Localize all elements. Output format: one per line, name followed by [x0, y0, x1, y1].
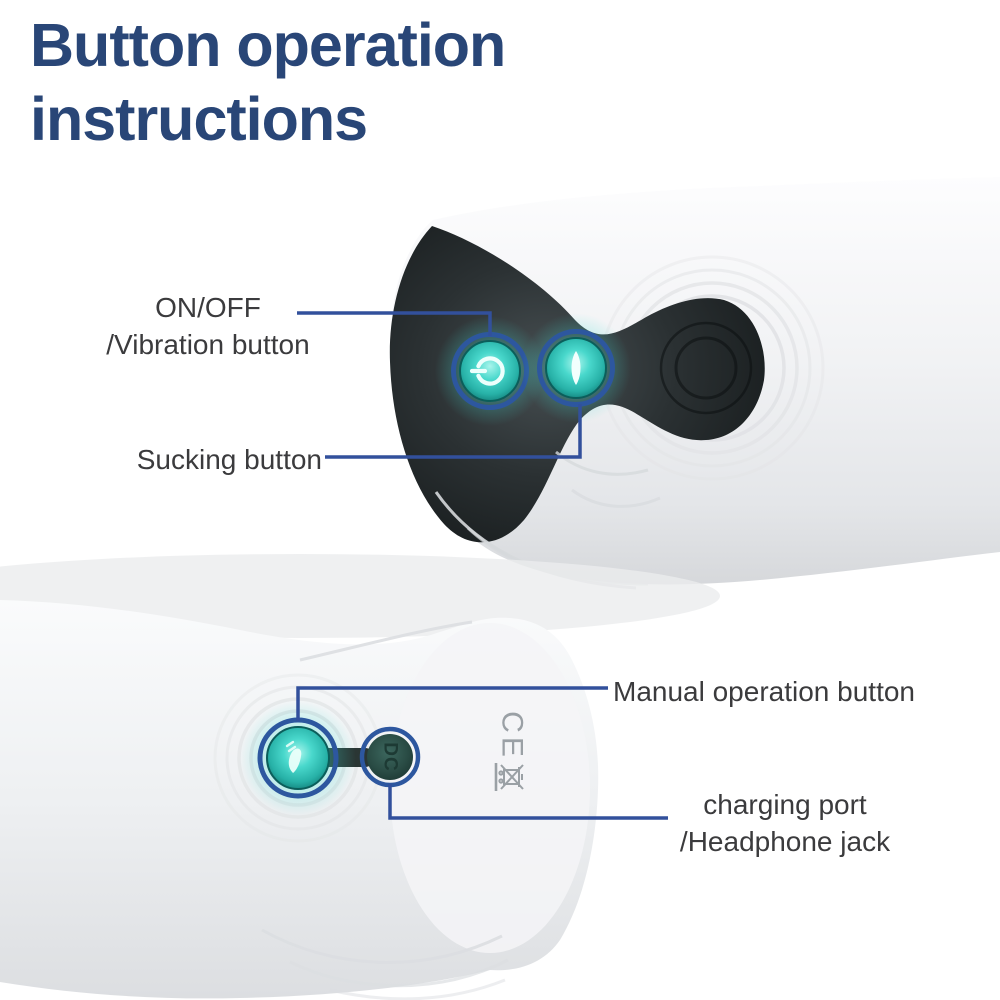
- callout-charging-line2: /Headphone jack: [679, 826, 891, 857]
- callout-charging-port: charging port /Headphone jack: [655, 786, 915, 860]
- dc-port-label: DC: [380, 742, 401, 771]
- page-title-line2: instructions: [30, 85, 368, 153]
- power-icon: [469, 356, 505, 386]
- bottom-device: DC CE: [0, 554, 720, 1000]
- page-title: Button operation instructions: [30, 8, 506, 156]
- dc-charging-port: DC: [359, 726, 421, 788]
- callout-onoff-line1: ON/OFF: [155, 292, 261, 323]
- callout-manual-button: Manual operation button: [613, 673, 915, 710]
- page-title-line1: Button operation: [30, 11, 506, 79]
- manual-leader-line: [296, 686, 608, 721]
- power-button-face: [459, 340, 521, 402]
- callout-charging-line1: charging port: [703, 789, 867, 820]
- sucking-leader-line: [325, 404, 582, 459]
- onoff-leader-line: [297, 311, 492, 336]
- suction-lens-icon: [571, 351, 581, 385]
- callout-manual-label: Manual operation button: [613, 676, 915, 707]
- panel-inner-texture: [659, 321, 753, 415]
- dc-port-face: [367, 734, 413, 780]
- leader-lines: [296, 311, 668, 820]
- sucking-button: [521, 313, 631, 423]
- background-shadow: [0, 554, 720, 638]
- manual-operation-button: [240, 700, 356, 816]
- callout-onoff-vibration: ON/OFF /Vibration button: [78, 289, 338, 363]
- bottom-device-ridges: [261, 620, 509, 1000]
- top-device: [389, 177, 1000, 590]
- weee-crossed-bin-icon: [494, 763, 524, 791]
- charging-leader-line: [388, 784, 668, 820]
- callout-sucking-button: Sucking button: [60, 441, 322, 478]
- ce-mark: CE: [496, 711, 529, 761]
- callout-sucking-label: Sucking button: [136, 444, 322, 475]
- glow-highlight-icon: [285, 740, 302, 773]
- sucking-button-ring: [537, 329, 615, 407]
- callout-onoff-line2: /Vibration button: [106, 329, 310, 360]
- end-cap-face: [390, 623, 590, 953]
